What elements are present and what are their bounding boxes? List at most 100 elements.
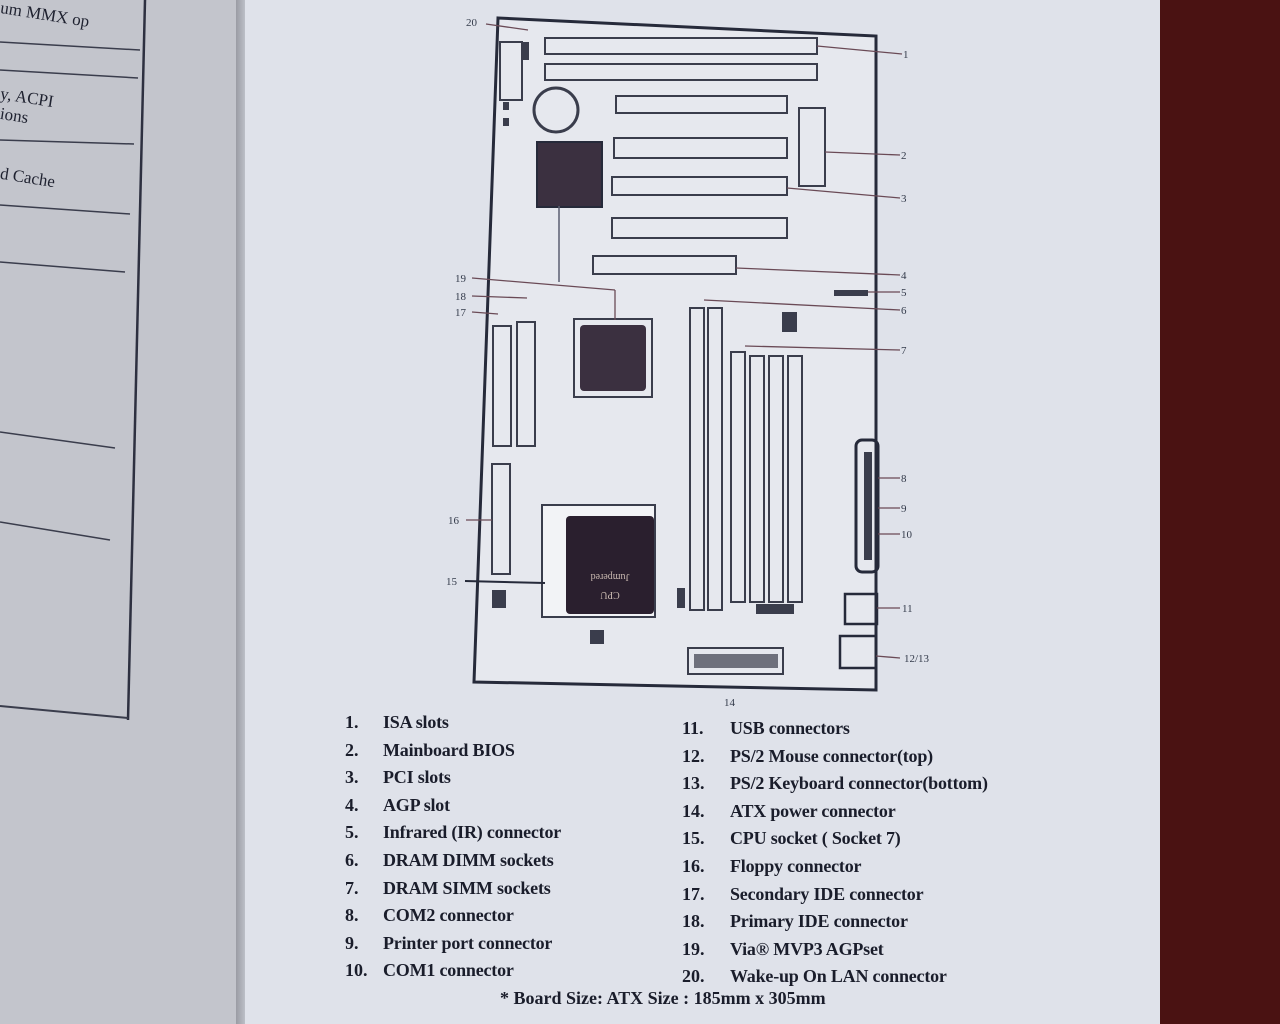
legend-item: 12. PS/2 Mouse connector(top) [682, 746, 988, 774]
legend-item: 10.COM1 connector [345, 960, 561, 988]
floppy-connector [491, 463, 511, 575]
legend-label: Infrared (IR) connector [383, 822, 562, 843]
legend-item: 11.USB connectors [682, 718, 988, 746]
legend-label: Via® MVP3 AGPset [730, 938, 884, 959]
legend-number: 13. [682, 773, 705, 794]
callout-16: 16 [448, 515, 460, 527]
legend-label: ATX power connector [730, 800, 896, 821]
infrared-connector [834, 290, 868, 296]
secondary-ide-connector [516, 321, 536, 447]
atx-power-connector [687, 647, 784, 675]
legend-number: 8. [345, 905, 359, 926]
legend-item: 9.Printer port connector [345, 933, 561, 961]
legend-item: 1. ISA slots [345, 712, 561, 740]
legend-label: PS/2 Keyboard connector(bottom) [730, 773, 988, 794]
legend-item: 3. PCI slots [345, 767, 561, 795]
callout-10: 10 [901, 529, 913, 541]
ps2-connector [838, 634, 878, 670]
left-page: um MMX op y, ACPI ions d Cache [0, 0, 245, 1024]
left-page-table [0, 0, 147, 720]
legend-item: 4.AGP slot [345, 795, 561, 823]
callout-9: 9 [901, 503, 907, 515]
legend-item: 7. DRAM SIMM sockets [345, 878, 561, 906]
cpu-marking: Jumpered [591, 571, 630, 582]
legend-item: 15. CPU socket ( Socket 7) [682, 828, 988, 856]
printer-port-connector [854, 438, 880, 574]
callout-7: 7 [901, 345, 907, 357]
legend-label: Primary IDE connector [730, 911, 908, 932]
legend-left-column: 1. ISA slots 2.Mainboard BIOS 3. PCI slots… [345, 712, 561, 988]
callout-6: 6 [901, 305, 907, 317]
dram-simm-socket [730, 351, 746, 603]
pci-slot [613, 137, 788, 159]
legend-number: 1. [345, 712, 359, 732]
legend-label: USB connectors [730, 718, 850, 738]
primary-ide-connector [492, 325, 512, 447]
dram-simm-socket [768, 355, 784, 603]
legend-number: 17. [682, 883, 705, 904]
legend-label: Secondary IDE connector [730, 883, 924, 904]
callout-8: 8 [901, 473, 907, 485]
legend-number: 12. [682, 745, 705, 766]
callout-18: 18 [455, 291, 467, 303]
isa-slot [544, 63, 818, 81]
legend-label: COM2 connector [383, 905, 514, 926]
cpu-marking: CPU [599, 589, 619, 600]
legend-number: 14. [682, 800, 705, 821]
callout-12-13: 12/13 [904, 653, 930, 665]
dram-simm-socket [787, 355, 803, 603]
legend-label: PCI slots [383, 767, 451, 788]
legend-number: 10. [345, 960, 368, 981]
legend-item: 2.Mainboard BIOS [345, 740, 561, 768]
legend-number: 16. [682, 855, 705, 876]
legend-label: CPU socket ( Socket 7) [730, 828, 901, 849]
legend-item: 17. Secondary IDE connector [682, 884, 988, 912]
legend-item: 6. DRAM DIMM sockets [345, 850, 561, 878]
legend-number: 6. [345, 849, 359, 870]
pci-slot [611, 176, 788, 196]
callout-15: 15 [446, 576, 458, 588]
wake-on-lan-header [499, 41, 523, 101]
legend-item: 20.Wake-up On LAN connector [682, 966, 988, 994]
legend-item: 16.Floppy connector [682, 856, 988, 884]
callout-2: 2 [901, 150, 907, 162]
legend-label: DRAM DIMM sockets [383, 849, 554, 870]
dram-dimm-socket [707, 307, 723, 611]
cpu-chip [566, 516, 654, 614]
legend-number: 4. [345, 794, 359, 815]
legend-number: 5. [345, 822, 359, 843]
legend-item: 18. Primary IDE connector [682, 911, 988, 939]
legend-number: 7. [345, 877, 359, 898]
callout-20: 20 [466, 17, 478, 29]
legend-number: 19. [682, 938, 705, 959]
legend-item: 13. PS/2 Keyboard connector(bottom) [682, 773, 988, 801]
dram-dimm-socket [689, 307, 705, 611]
agp-slot [592, 255, 737, 275]
legend-item: 14. ATX power connector [682, 801, 988, 829]
legend-label: Wake-up On LAN connector [730, 966, 947, 987]
pci-slot [611, 217, 788, 239]
callout-3: 3 [901, 193, 907, 205]
callout-5: 5 [901, 287, 907, 299]
legend-label: ISA slots [383, 712, 449, 732]
board-size-footnote: * Board Size: ATX Size : 185mm x 305mm [500, 988, 826, 1008]
legend-number: 3. [345, 767, 359, 788]
callout-11: 11 [902, 603, 913, 615]
legend-label: PS/2 Mouse connector(top) [730, 745, 933, 766]
legend-label: DRAM SIMM sockets [383, 877, 551, 898]
callout-1: 1 [903, 49, 909, 61]
callout-4: 4 [901, 270, 907, 282]
legend-number: 15. [682, 828, 705, 849]
callout-14: 14 [724, 697, 736, 709]
pci-slot [615, 95, 788, 114]
mainboard-bios-chip [798, 107, 826, 187]
dram-simm-socket [749, 355, 765, 603]
legend-number: 18. [682, 911, 705, 932]
callout-17: 17 [455, 307, 467, 319]
legend-right-column: 11.USB connectors 12. PS/2 Mouse connecto… [682, 718, 988, 994]
legend-number: 2. [345, 739, 359, 760]
battery-icon [532, 86, 580, 134]
legend-item: 8. COM2 connector [345, 905, 561, 933]
chipset-chip [536, 141, 603, 208]
